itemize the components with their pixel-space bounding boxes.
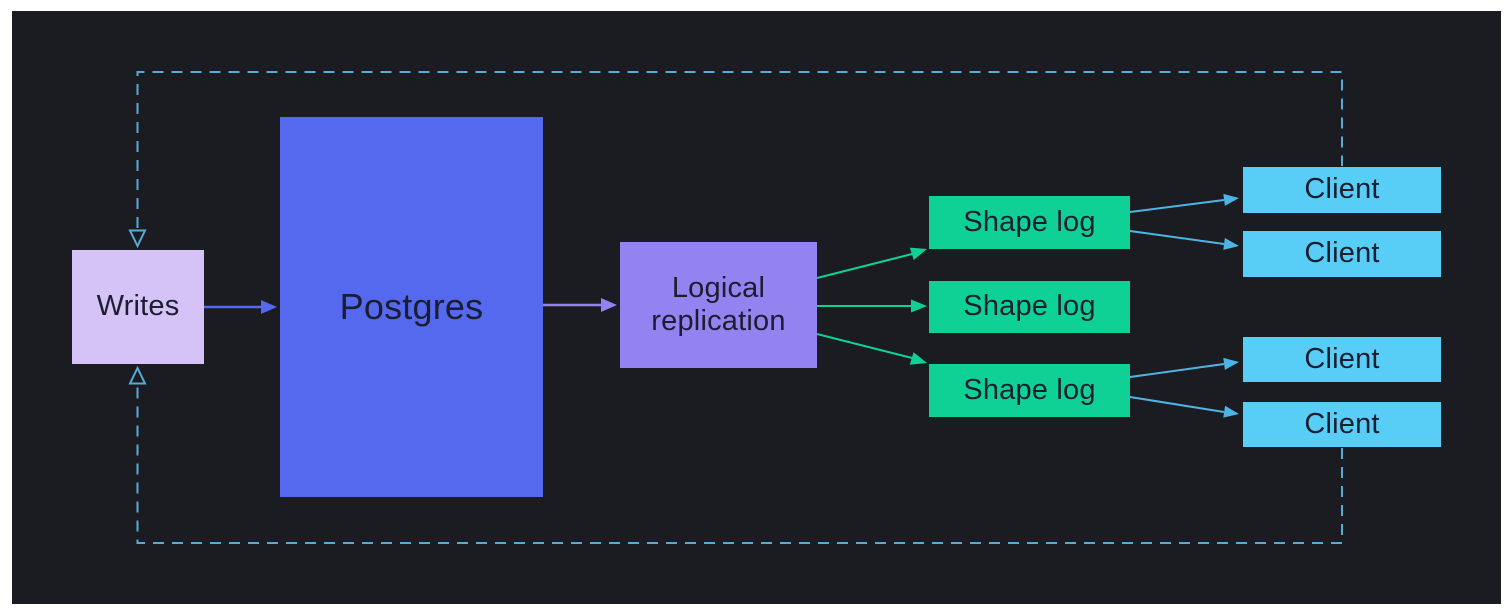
arrow-replication-to-shapelog-1-head-icon bbox=[909, 247, 927, 260]
shape-log-label: Shape log bbox=[963, 290, 1096, 323]
arrow-replication-to-shapelog-3 bbox=[816, 333, 913, 359]
arrow-replication-to-shapelog-3-head-icon bbox=[909, 352, 927, 365]
client-node-2: Client bbox=[1243, 231, 1441, 277]
feedback-loop-bottom-arrowhead-icon bbox=[128, 365, 147, 385]
logical-replication-label: Logical replication bbox=[651, 271, 786, 337]
feedback-loop-top-arrowhead-icon bbox=[128, 229, 147, 249]
client-label: Client bbox=[1304, 342, 1380, 375]
arrow-shapelog3-to-client3 bbox=[1129, 363, 1225, 378]
arrow-shapelog1-to-client1-head-icon bbox=[1223, 193, 1239, 206]
arrow-shapelog3-to-client4 bbox=[1129, 396, 1225, 413]
logical-replication-node: Logical replication bbox=[620, 242, 817, 368]
arrow-shapelog1-to-client1 bbox=[1129, 199, 1225, 213]
arrow-postgres-to-replication-head-icon bbox=[601, 298, 617, 312]
client-label: Client bbox=[1304, 407, 1380, 440]
shape-log-node-3: Shape log bbox=[929, 364, 1130, 417]
postgres-label: Postgres bbox=[339, 286, 484, 328]
arrow-replication-to-shapelog-2-head-icon bbox=[911, 299, 927, 313]
feedback-loop-top-dashed-line bbox=[136, 71, 1343, 228]
client-node-4: Client bbox=[1243, 402, 1441, 447]
arrow-replication-to-shapelog-1 bbox=[816, 253, 913, 279]
shape-log-label: Shape log bbox=[963, 373, 1096, 406]
writes-label: Writes bbox=[96, 290, 180, 323]
arrow-shapelog3-to-client4-head-icon bbox=[1223, 405, 1239, 418]
shape-log-node-1: Shape log bbox=[929, 196, 1130, 249]
postgres-node: Postgres bbox=[280, 117, 543, 497]
arrow-shapelog1-to-client2-head-icon bbox=[1223, 238, 1239, 250]
arrow-shapelog1-to-client2 bbox=[1129, 230, 1225, 245]
shape-log-node-2: Shape log bbox=[929, 281, 1130, 333]
client-node-1: Client bbox=[1243, 167, 1441, 213]
client-node-3: Client bbox=[1243, 337, 1441, 382]
writes-node: Writes bbox=[72, 250, 204, 364]
feedback-loop-bottom-dashed-line bbox=[136, 386, 1343, 544]
client-label: Client bbox=[1304, 173, 1380, 206]
client-label: Client bbox=[1304, 237, 1380, 270]
shape-log-label: Shape log bbox=[963, 205, 1096, 238]
arrow-writes-to-postgres-head-icon bbox=[261, 300, 277, 314]
arrow-shapelog3-to-client3-head-icon bbox=[1223, 357, 1239, 370]
